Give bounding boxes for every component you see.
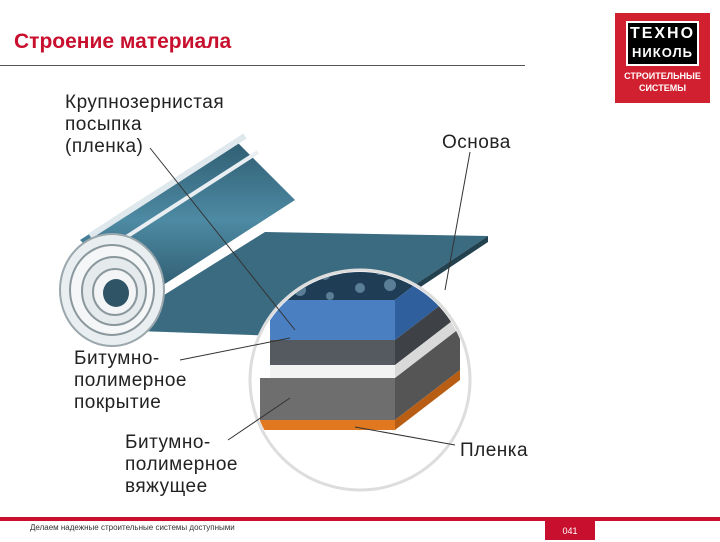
label-coating-3: покрытие [74,392,162,413]
logo-subtitle-1: СТРОИТЕЛЬНЫЕ [624,71,701,81]
leader-coating [179,337,291,361]
logo-wordmark-box: ТЕХНО НИКОЛЬ [626,21,699,66]
footer-bar-left [0,517,610,521]
upper-binder-front [270,340,395,365]
label-coating-1: Битумно- [74,348,160,369]
granules-layer [270,272,460,300]
logo-line-1: ТЕХНО [629,25,696,42]
leader-binder [227,397,291,441]
title-divider [0,65,525,66]
roll-highlight [88,133,247,239]
label-coating-2: полимерное [74,370,187,391]
footer-slogan: Делаем надежные строительные системы дос… [30,523,235,532]
slide-title: Строение материала [14,30,232,53]
leader-film [354,426,456,446]
cross-section [252,272,468,488]
page-number: 041 [545,520,595,540]
footer-bar-right [610,517,720,521]
roll-end [59,233,165,347]
brand-logo: ТЕХНО НИКОЛЬ СТРОИТЕЛЬНЫЕ СИСТЕМЫ [615,13,710,103]
film-layer-front [260,420,395,430]
label-granular-1: Крупнозернистая [65,92,225,113]
label-granular-3: (пленка) [65,136,144,157]
flat-sheet [108,232,488,338]
label-granular-2: посыпка [65,114,143,135]
binder-layer-front [260,378,395,420]
leader-granules [149,147,296,331]
logo-subtitle-2: СИСТЕМЫ [638,83,687,93]
base-layer-front [270,365,395,378]
label-film: Пленка [460,440,529,461]
base-layer-side [395,315,460,378]
roll-highlight-2 [101,150,260,254]
leader-base [444,151,471,291]
label-binder-3: вяжущее [125,476,208,497]
logo-line-2: НИКОЛЬ [632,45,693,60]
label-binder-2: полимерное [125,454,238,475]
coating-layer-front [270,300,395,340]
binder-layer-side [395,328,460,420]
label-binder-1: Битумно- [125,432,211,453]
film-layer-side [395,370,460,430]
label-base: Основа [442,132,511,153]
